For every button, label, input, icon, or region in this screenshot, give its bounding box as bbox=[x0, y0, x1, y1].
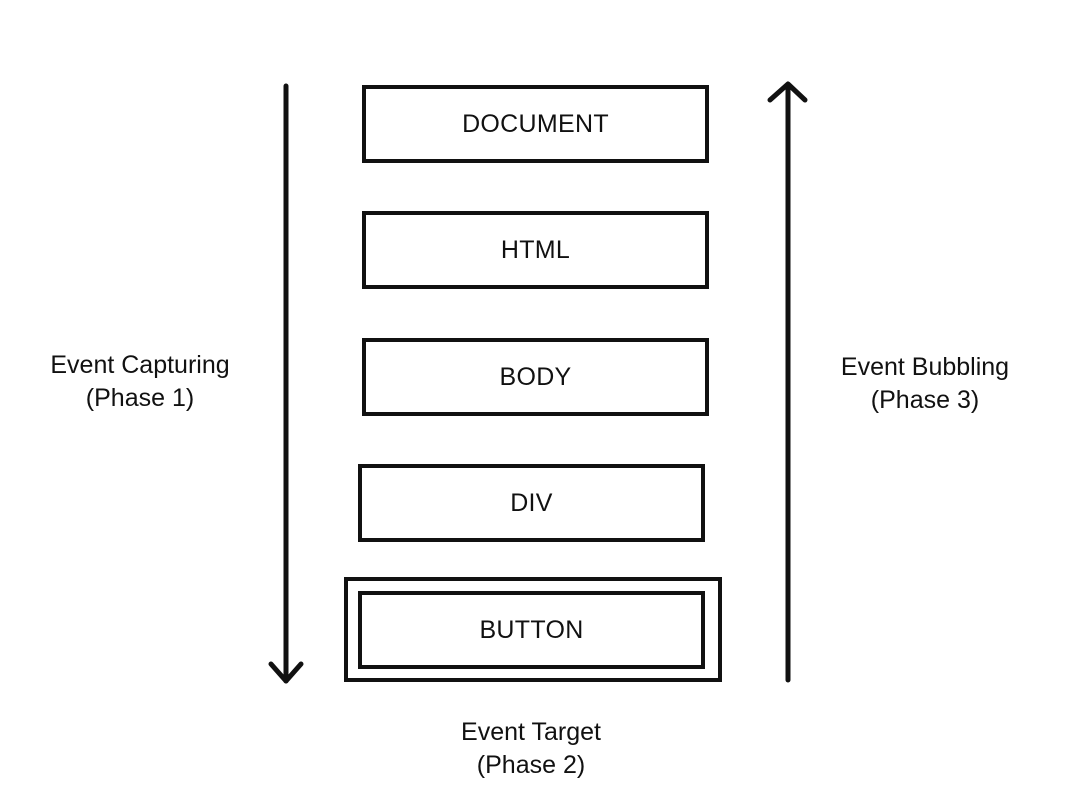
target-phase: (Phase 2) bbox=[476, 751, 586, 779]
bubbling-phase: (Phase 3) bbox=[870, 386, 980, 414]
target-label: Event Target (Phase 2) bbox=[431, 716, 631, 782]
bubbling-title: Event Bubbling bbox=[840, 353, 1010, 381]
button-node: BUTTON bbox=[358, 591, 705, 669]
bubbling-arrow bbox=[767, 81, 808, 683]
html-node: HTML bbox=[362, 211, 709, 289]
capturing-phase: (Phase 1) bbox=[85, 384, 195, 412]
capturing-title: Event Capturing bbox=[50, 351, 230, 379]
capturing-label: Event Capturing (Phase 1) bbox=[40, 349, 240, 415]
bubbling-label: Event Bubbling (Phase 3) bbox=[825, 351, 1025, 417]
body-node: BODY bbox=[362, 338, 709, 416]
capturing-arrow bbox=[268, 83, 304, 684]
target-title: Event Target bbox=[461, 718, 601, 746]
document-node: DOCUMENT bbox=[362, 85, 709, 163]
div-node: DIV bbox=[358, 464, 705, 542]
